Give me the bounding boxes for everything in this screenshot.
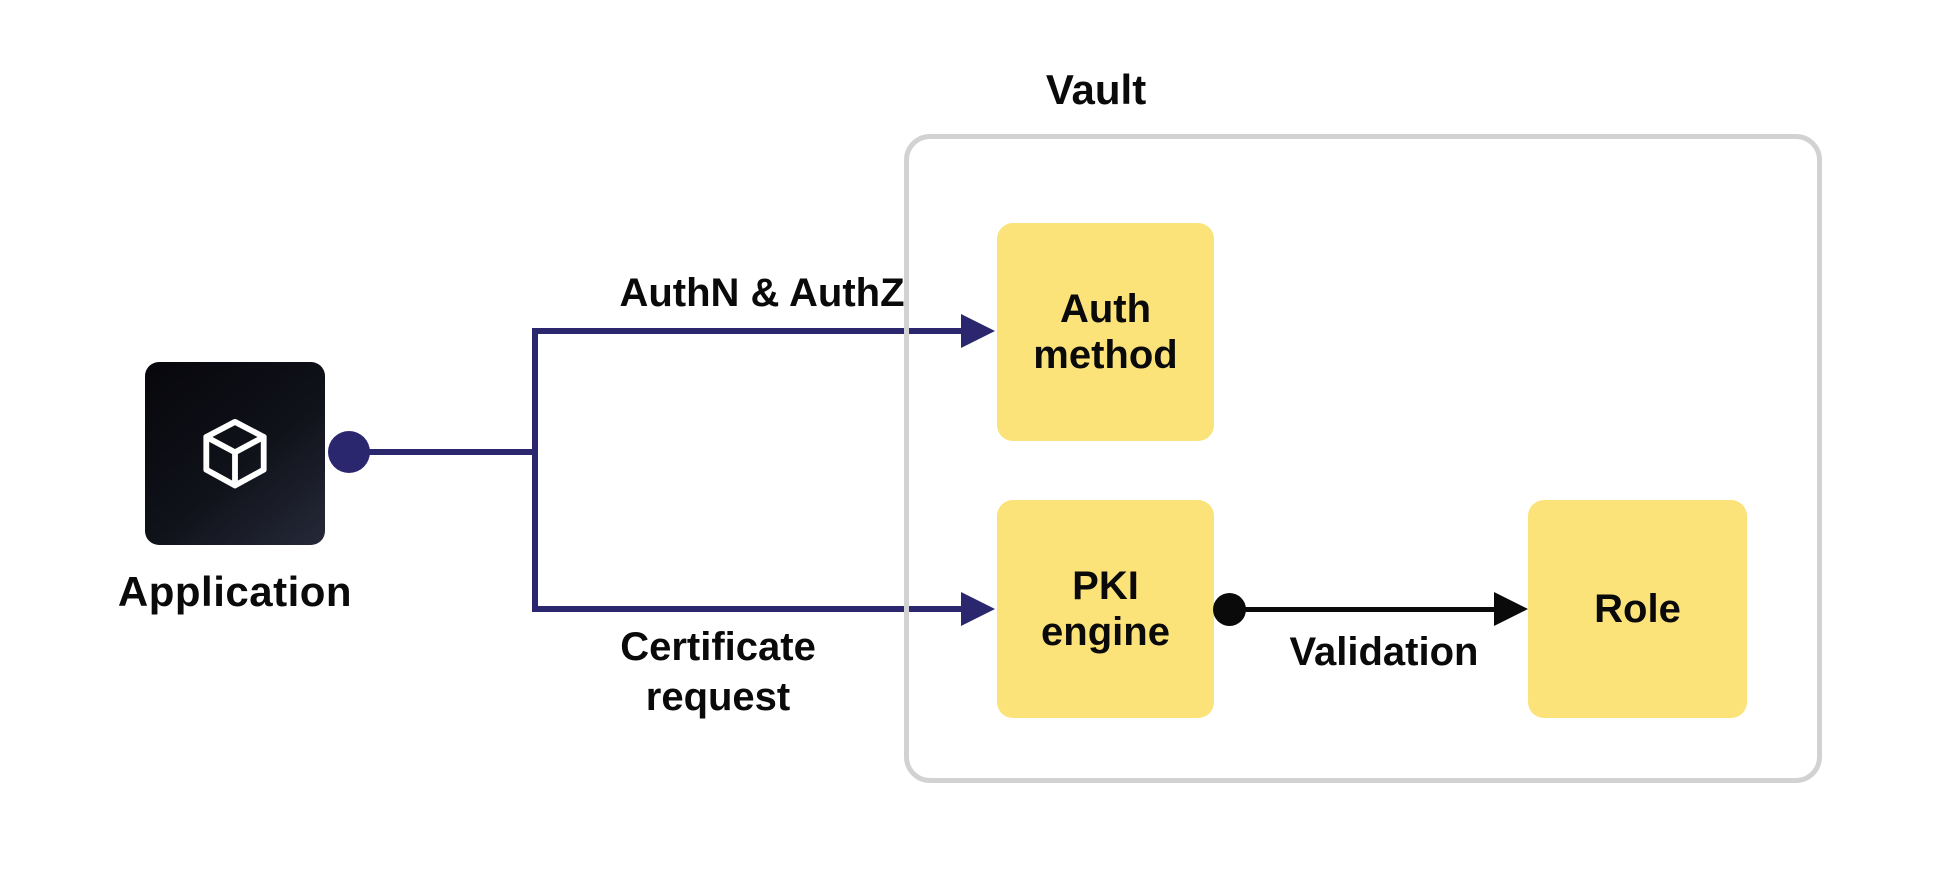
- connector-line-vertical: [532, 328, 538, 612]
- edge-label-validation: Validation: [1289, 630, 1479, 674]
- edge-label-authn: AuthN & AuthZ: [619, 271, 905, 315]
- arrowhead-authn-icon: [961, 314, 995, 348]
- application-label: Application: [117, 568, 353, 615]
- connector-line-certificate: [532, 606, 963, 612]
- pki-engine-node: PKI engine: [997, 500, 1214, 718]
- application-node: [145, 362, 325, 545]
- arrowhead-validation-icon: [1494, 592, 1528, 626]
- connector-line-authn: [532, 328, 963, 334]
- connector-line-application: [347, 449, 538, 455]
- edge-label-certificate-request: Certificate request: [620, 625, 816, 719]
- cube-icon: [194, 412, 276, 496]
- vault-container: [904, 134, 1822, 783]
- arrowhead-certificate-icon: [961, 592, 995, 626]
- vault-title: Vault: [1045, 66, 1147, 113]
- auth-method-node: Auth method: [997, 223, 1214, 441]
- connector-line-validation: [1229, 607, 1497, 612]
- role-node: Role: [1528, 500, 1747, 718]
